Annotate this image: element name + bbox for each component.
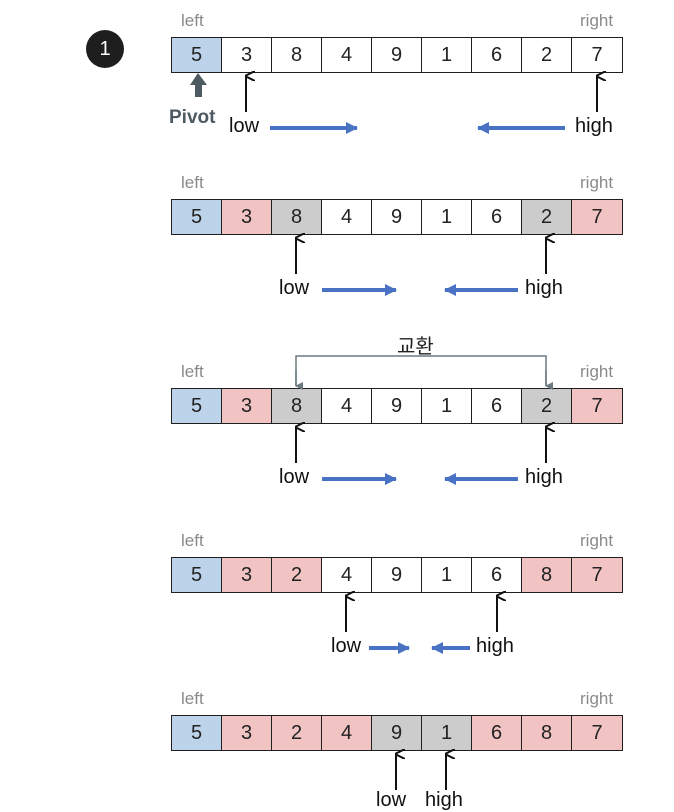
array-cell: 6 xyxy=(472,200,522,234)
left-label: left xyxy=(181,362,204,381)
high-pointer-label: high xyxy=(525,466,563,488)
array-cell: 2 xyxy=(522,38,572,72)
array-cell: 5 xyxy=(172,716,222,750)
array-cell: 5 xyxy=(172,200,222,234)
high-pointer-label: high xyxy=(476,635,514,657)
pivot-up-arrow-icon xyxy=(190,73,207,97)
array-cell: 6 xyxy=(472,389,522,423)
array-cell: 3 xyxy=(222,716,272,750)
array-cell: 1 xyxy=(422,558,472,592)
high-pointer-label: high xyxy=(575,115,613,137)
array-cell: 4 xyxy=(322,716,372,750)
low-pointer-label: low xyxy=(229,115,260,137)
array-cell: 2 xyxy=(272,558,322,592)
array-cell: 1 xyxy=(422,200,472,234)
array-cell: 9 xyxy=(372,200,422,234)
array-cell: 3 xyxy=(222,558,272,592)
left-label: left xyxy=(181,173,204,192)
right-label: right xyxy=(580,11,614,30)
array-cell: 6 xyxy=(472,716,522,750)
array-cell: 1 xyxy=(422,38,472,72)
array-cell: 4 xyxy=(322,558,372,592)
array-cell: 2 xyxy=(272,716,322,750)
array-cell: 6 xyxy=(472,558,522,592)
array-cell: 4 xyxy=(322,389,372,423)
array-cell: 9 xyxy=(372,716,422,750)
array-cell: 4 xyxy=(322,38,372,72)
array-cell: 8 xyxy=(272,389,322,423)
left-label: left xyxy=(181,11,204,30)
array-cell: 7 xyxy=(572,389,622,423)
array-cell: 3 xyxy=(222,389,272,423)
left-label: left xyxy=(181,689,204,708)
array-cell: 1 xyxy=(422,389,472,423)
left-label: left xyxy=(181,531,204,550)
array-cell: 5 xyxy=(172,38,222,72)
array-cell: 7 xyxy=(572,716,622,750)
array-cell: 1 xyxy=(422,716,472,750)
pivot-label: Pivot xyxy=(169,107,216,128)
low-pointer-label: low xyxy=(279,277,310,299)
array-cell: 4 xyxy=(322,200,372,234)
low-pointer-label: low xyxy=(331,635,362,657)
swap-bracket xyxy=(295,355,547,386)
array-cell: 7 xyxy=(572,38,622,72)
array-cell: 7 xyxy=(572,558,622,592)
array-cell: 9 xyxy=(372,38,422,72)
high-pointer-label: high xyxy=(525,277,563,299)
array-cell: 9 xyxy=(372,389,422,423)
array-cell: 8 xyxy=(522,558,572,592)
swap-label: 교환 xyxy=(397,336,434,358)
right-label: right xyxy=(580,173,614,192)
right-label: right xyxy=(580,689,614,708)
array-cell: 5 xyxy=(172,389,222,423)
array-cell: 2 xyxy=(522,389,572,423)
array-cell: 8 xyxy=(272,200,322,234)
array-cell: 3 xyxy=(222,38,272,72)
array-cell: 8 xyxy=(272,38,322,72)
array-cell: 3 xyxy=(222,200,272,234)
right-label: right xyxy=(580,362,614,381)
step-number-badge: 1 xyxy=(86,30,124,68)
array-cell: 2 xyxy=(522,200,572,234)
array-cell: 6 xyxy=(472,38,522,72)
array-cell: 8 xyxy=(522,716,572,750)
array-cell: 5 xyxy=(172,558,222,592)
array-cell: 9 xyxy=(372,558,422,592)
right-label: right xyxy=(580,531,614,550)
low-pointer-label: low xyxy=(279,466,310,488)
array-cell: 7 xyxy=(572,200,622,234)
